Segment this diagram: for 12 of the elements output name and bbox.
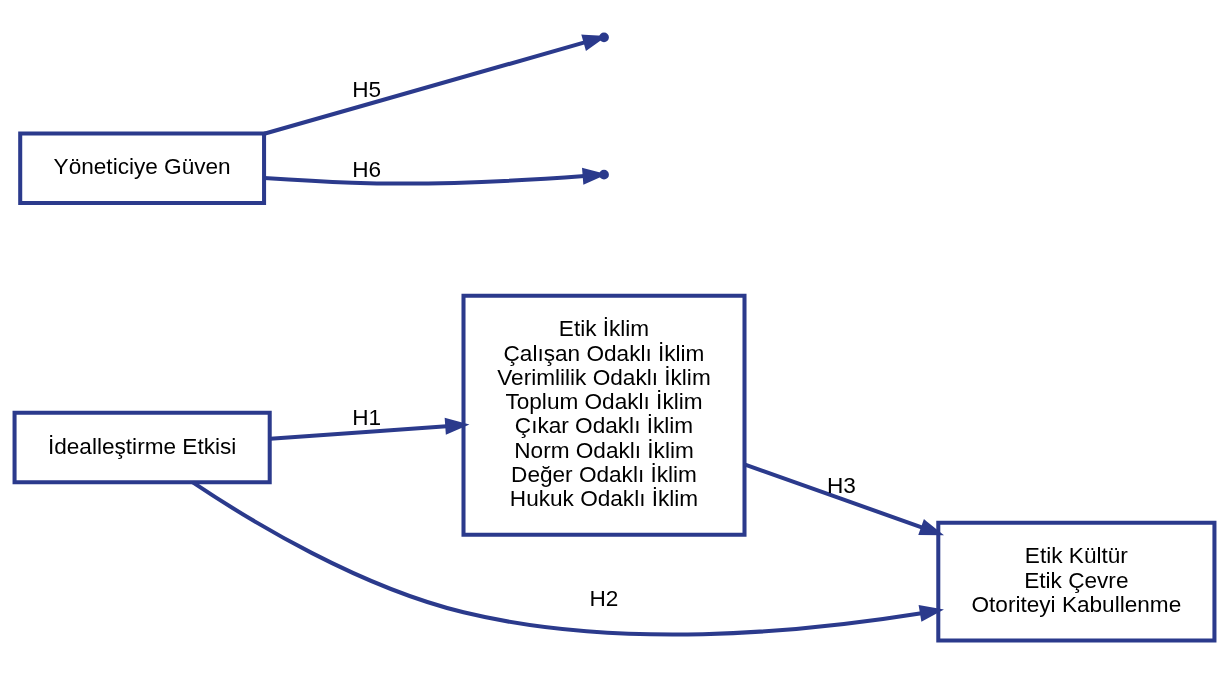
edge-label: H1 [352, 405, 382, 431]
edge-label: H2 [589, 586, 619, 612]
edge-label: H3 [826, 473, 856, 499]
arrow [744, 462, 944, 536]
edge-label: H5 [352, 77, 382, 103]
node-box: İdealleştirme Etkisi [12, 410, 272, 485]
arrow [191, 480, 944, 637]
node-box: Yöneticiye Güven [18, 131, 267, 205]
node-box: Etik Kültür Etik Çevre Otoriteyi Kabullenme [936, 520, 1217, 643]
edge-label: H6 [352, 156, 382, 182]
arrow [270, 417, 470, 441]
node-box: Etik İklim Çalışan Odaklı İklim Verimlilik Odaklı İklim Toplum Odaklı İklim Çıkar Odaklı İklim Norm Odaklı İklim Değer Odaklı İklim Hukuk Odaklı İklim [461, 293, 747, 537]
